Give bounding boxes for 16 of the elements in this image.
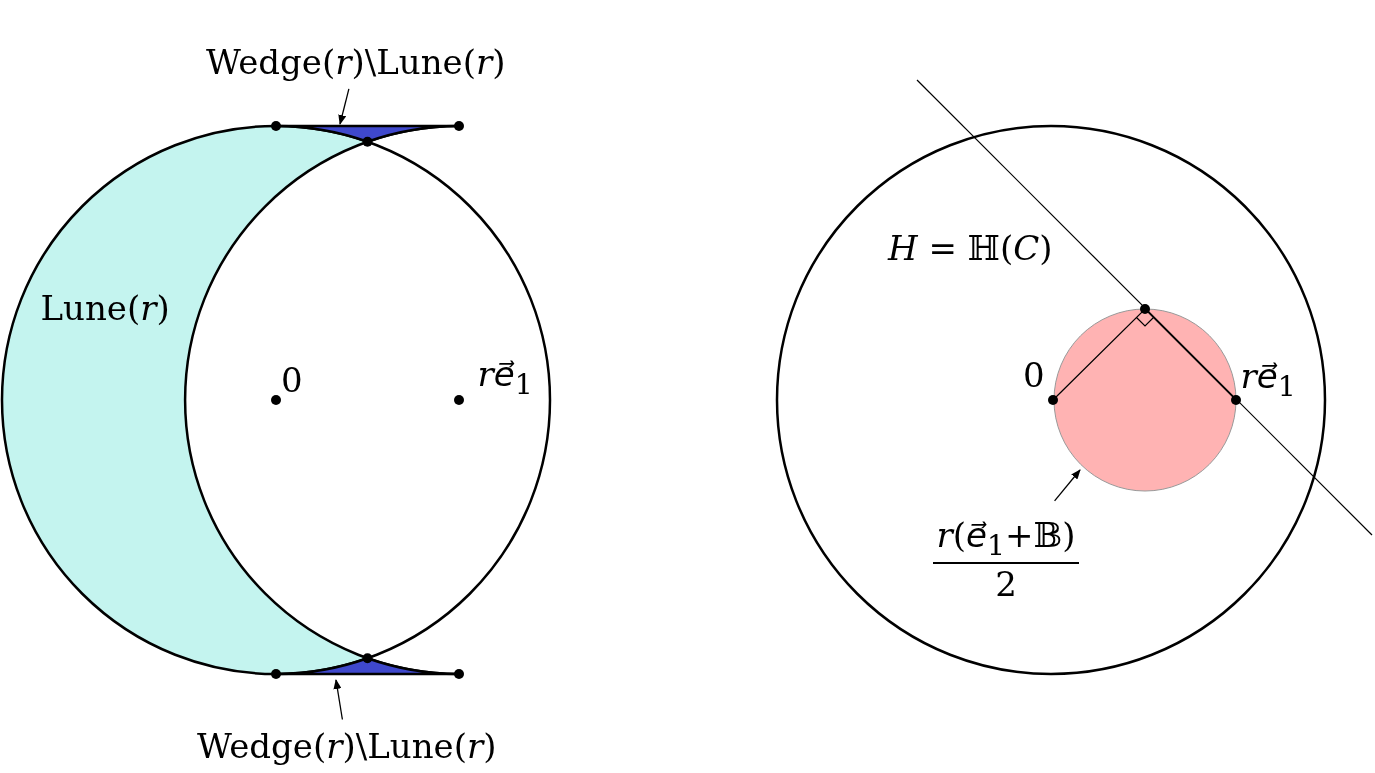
leader-arrow <box>338 88 350 125</box>
math-label: 0 <box>1023 356 1045 394</box>
math-label: re⃗$_{1}$ <box>1240 358 1296 402</box>
wedge-region <box>271 121 464 147</box>
fraction-denominator: 2 <box>994 564 1018 606</box>
math-label: Wedge(r)\Lune(r) <box>206 43 506 81</box>
disk-region <box>1053 308 1237 492</box>
math-label: Lune(r) <box>40 289 170 327</box>
math-label: 0 <box>281 361 303 399</box>
leader-arrow <box>1053 469 1081 502</box>
math-label: re⃗$_{1}$ <box>477 356 533 400</box>
fraction-numerator: r(e⃗$_{1}$+𝔹) <box>932 514 1080 565</box>
wedge-region <box>271 653 464 679</box>
leader-arrow <box>333 679 344 721</box>
math-label: H = ℍ(C) <box>888 229 1053 267</box>
math-label: Wedge(r)\Lune(r) <box>197 727 497 765</box>
